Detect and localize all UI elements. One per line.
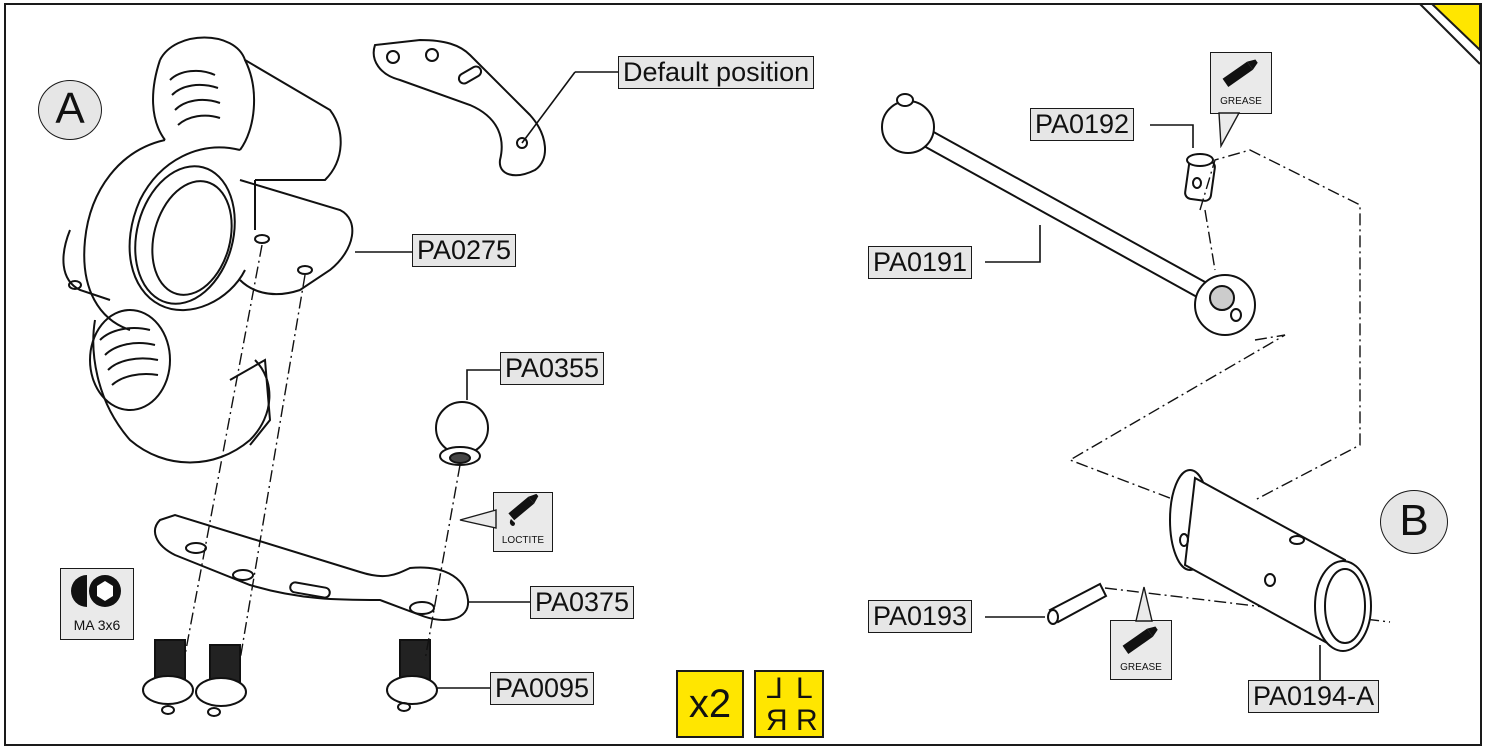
grease-badge-top: GREASE: [1210, 52, 1272, 114]
pa0191-label: PA0191: [868, 246, 973, 279]
hex-key-badge: MA 3x6: [60, 568, 134, 640]
pa0193-pin: [1047, 582, 1108, 625]
loctite-drop-icon: [508, 493, 539, 526]
default-position-label: Default position: [618, 56, 815, 89]
pa0192-label: PA0192: [1030, 108, 1135, 141]
lr-bottom-right: R: [796, 704, 818, 737]
left-right-mirror-icon: L L R R: [754, 670, 824, 738]
default-position-arm: [372, 38, 620, 177]
pa0191-driveshaft: [881, 93, 1256, 336]
pa0275-label: PA0275: [412, 234, 517, 267]
pa0095-label: PA0095: [490, 672, 595, 705]
grease-pointer-top: [1218, 112, 1241, 148]
pa0193-label: PA0193: [868, 600, 973, 633]
pa0375-label: PA0375: [530, 586, 635, 619]
quantity-badge: x2: [676, 670, 744, 738]
page-corner-marker: [1429, 3, 1481, 53]
pa0375-arm: [154, 513, 530, 621]
hex-key-icon: [71, 575, 121, 607]
pa0194a-label: PA0194-A: [1248, 680, 1380, 713]
grease-badge-bottom: GREASE: [1110, 620, 1172, 680]
lr-top-right: L: [796, 672, 813, 705]
pa0194a-carrier: [1169, 469, 1372, 652]
pa0192-pin: [1184, 153, 1216, 202]
loctite-pointer: [459, 509, 497, 529]
grease-tube-icon: [1222, 59, 1258, 87]
pa0355-label: PA0355: [500, 352, 605, 385]
callout-b: B: [1380, 490, 1448, 554]
loctite-badge: LOCTITE: [493, 492, 553, 552]
grease-pointer-bottom: [1135, 586, 1153, 622]
pa0355-ball: [435, 401, 489, 466]
diagram-frame: [4, 3, 1482, 746]
lr-top-left: L: [766, 672, 783, 705]
screws: [142, 639, 438, 717]
callout-a: A: [38, 80, 102, 140]
grease-tube-icon: [1122, 626, 1158, 654]
lr-bottom-left: R: [766, 704, 788, 737]
steering-knuckle-part: [62, 36, 354, 464]
